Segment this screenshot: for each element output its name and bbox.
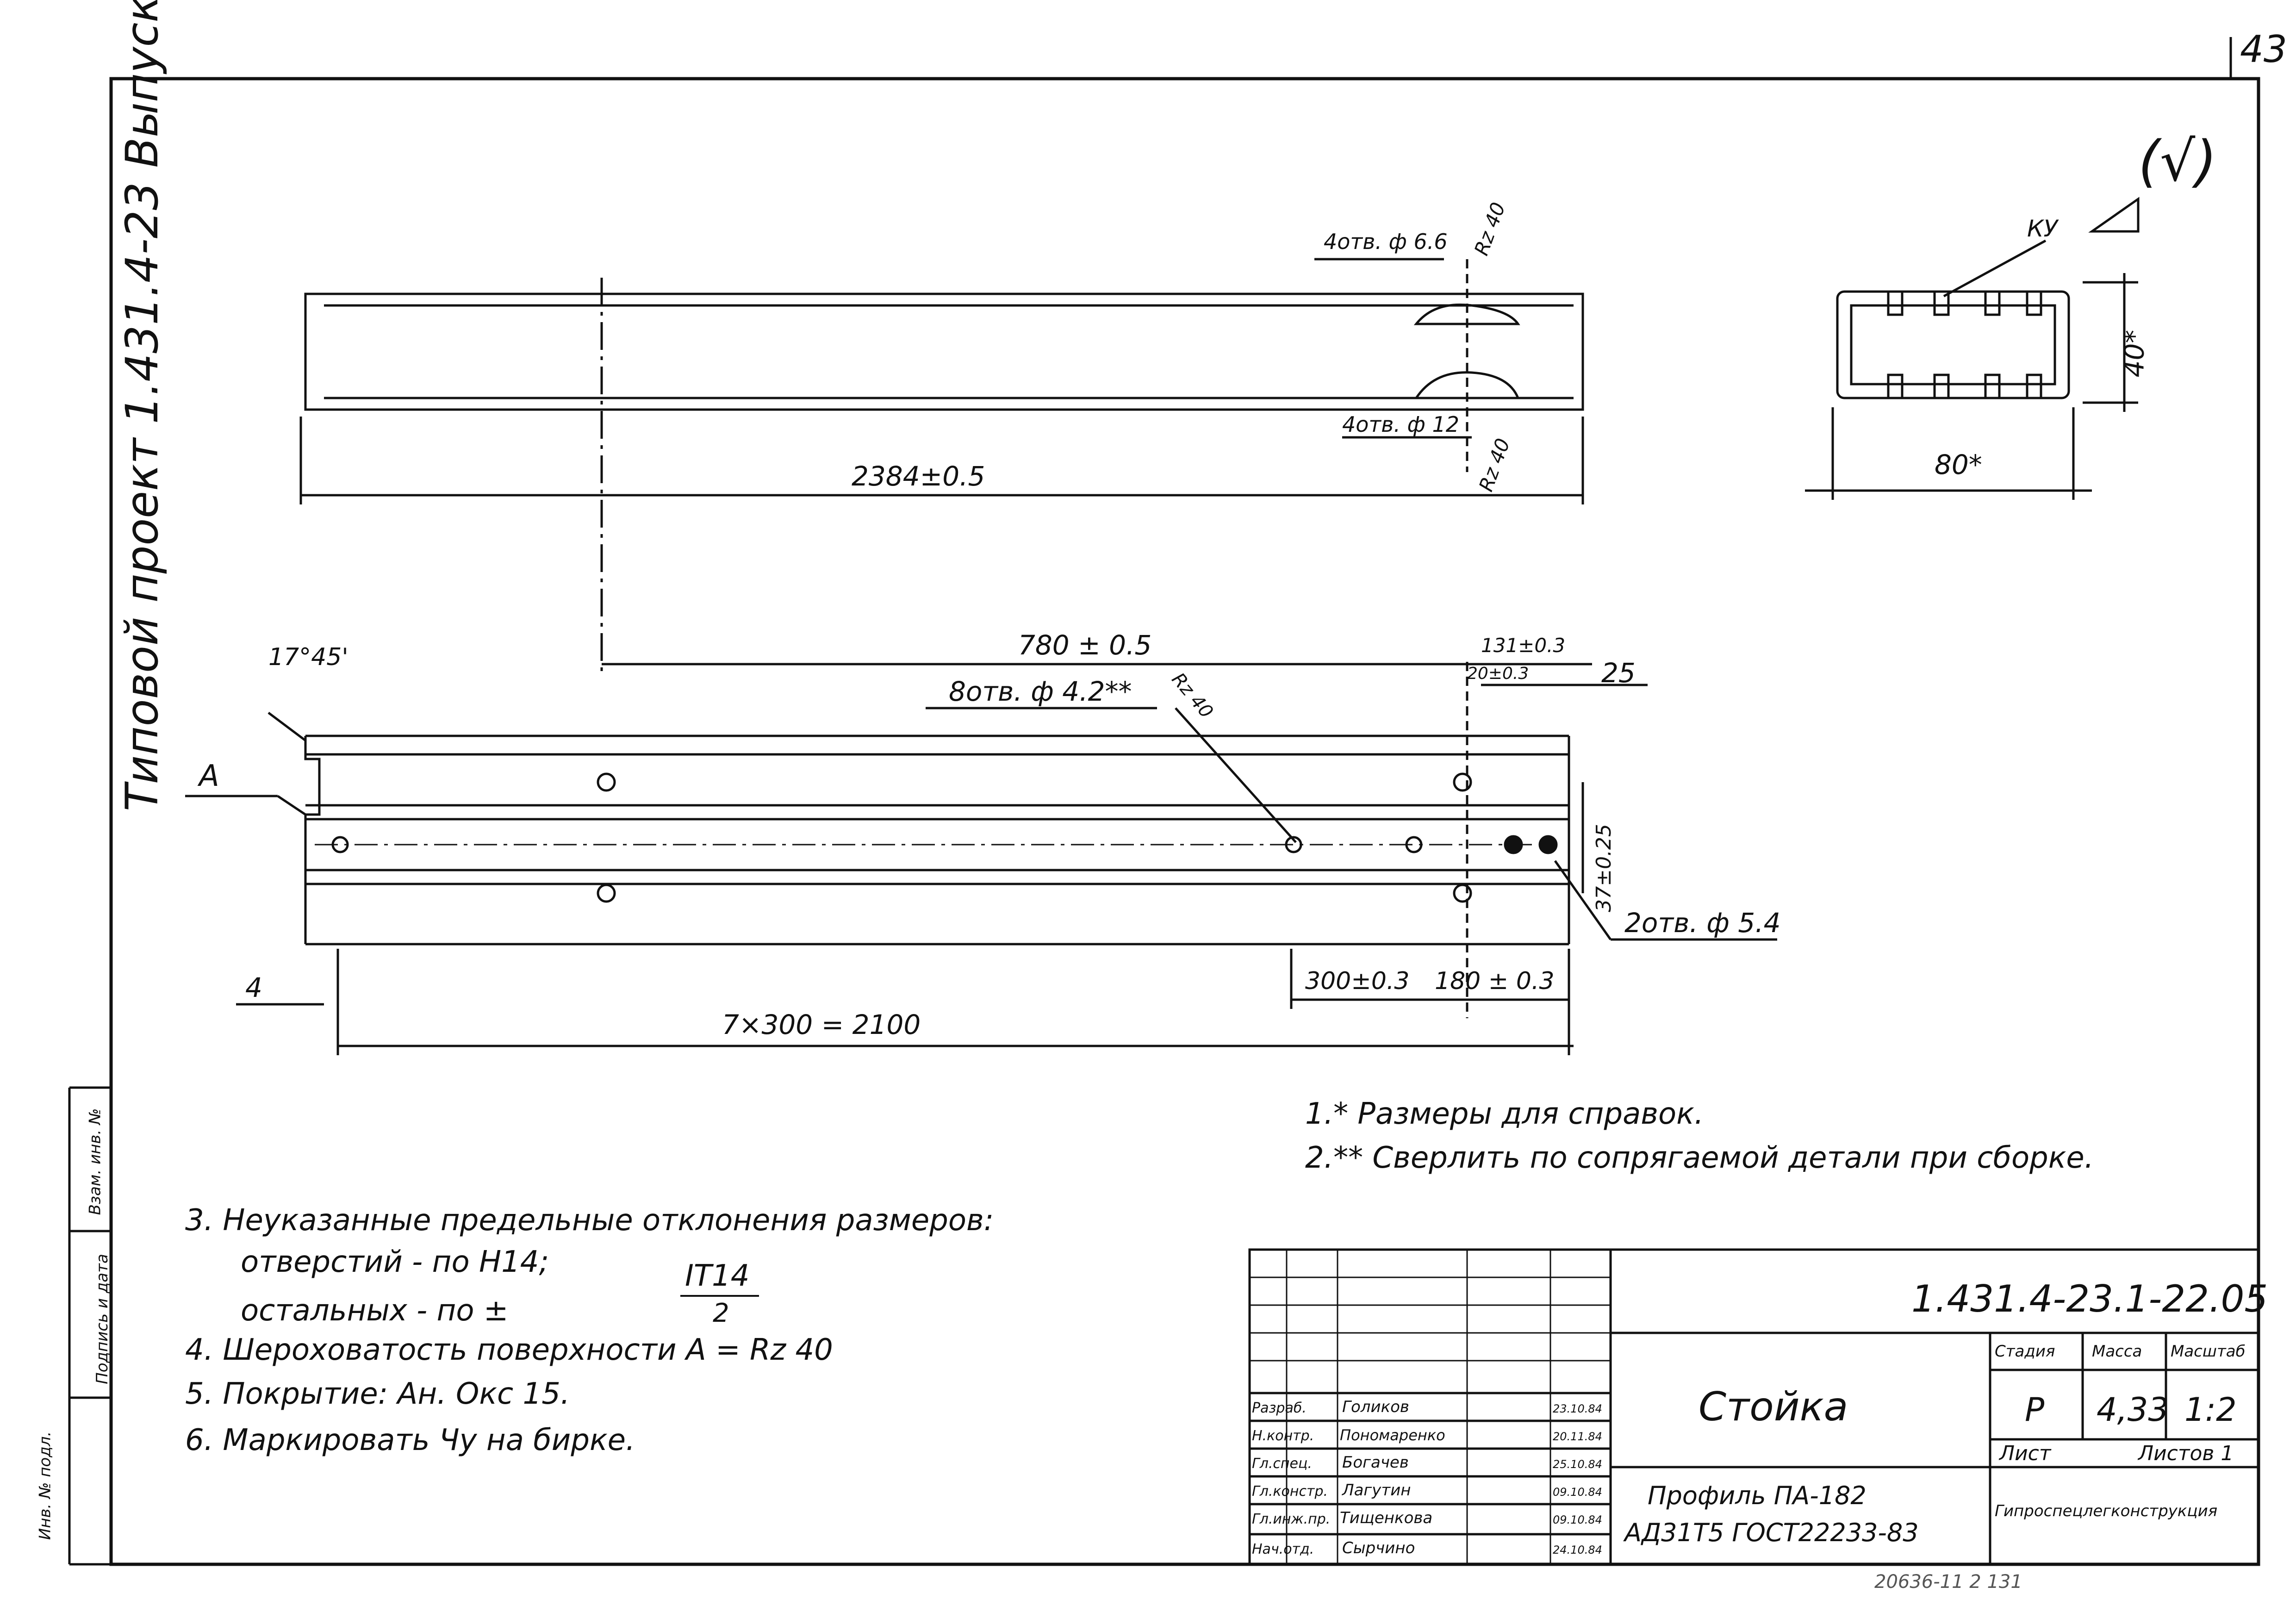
sheet-frame xyxy=(109,77,2260,1566)
profile-section xyxy=(1836,290,2070,399)
name-3: Богачев xyxy=(1342,1453,1409,1472)
dim-holes-42: 8отв. ф 4.2** xyxy=(949,676,1132,707)
mass-label: Масса xyxy=(2092,1342,2142,1361)
note-3-num: IT14 xyxy=(685,1259,750,1293)
dim-780: 780 ± 0.5 xyxy=(1018,629,1152,661)
dim-131: 131±0.3 xyxy=(1481,634,1566,657)
dim-pitch: 7×300 = 2100 xyxy=(722,1009,921,1040)
name-4: Лагутин xyxy=(1342,1481,1411,1500)
material-line-2: АД31Т5 ГОСТ22233-83 xyxy=(1624,1518,1919,1547)
role-3: Гл.спец. xyxy=(1252,1456,1312,1472)
dim-25: 25 xyxy=(1601,657,1636,689)
note-4: 4. Шероховатость поверхности А = Rz 40 xyxy=(185,1333,833,1367)
note-3: 3. Неуказанные предельные отклонения раз… xyxy=(185,1203,994,1238)
role-6: Нач.отд. xyxy=(1252,1541,1314,1557)
stage-label: Стадия xyxy=(1995,1342,2055,1361)
date-2: 20.11.84 xyxy=(1553,1430,1602,1443)
dim-300: 300±0.3 xyxy=(1305,967,1410,995)
note-5: 5. Покрытие: Ан. Окс 15. xyxy=(185,1377,570,1411)
note-6: 6. Маркировать Чу на бирке. xyxy=(185,1423,635,1457)
side-column-1: Инв. № подл. xyxy=(36,1431,55,1540)
mass-value: 4,33 xyxy=(2097,1391,2169,1429)
stage-value: Р xyxy=(2025,1391,2045,1429)
name-6: Сырчино xyxy=(1342,1539,1415,1557)
sheet-number: 43 xyxy=(2240,28,2287,71)
role-4: Гл.констр. xyxy=(1252,1483,1328,1500)
dim-180: 180 ± 0.3 xyxy=(1435,967,1555,995)
section-height: 40* xyxy=(2118,330,2150,378)
name-5: Тищенкова xyxy=(1340,1509,1433,1527)
role-5: Гл.инж.пр. xyxy=(1252,1511,1331,1527)
dim-4: 4 xyxy=(245,972,262,1003)
date-4: 09.10.84 xyxy=(1553,1486,1602,1499)
role-2: Н.контр. xyxy=(1252,1428,1314,1444)
dim-holes-66: 4отв. ф 6.6 xyxy=(1324,229,1448,254)
sheet-label: Лист xyxy=(1999,1442,2051,1465)
note-3-den: 2 xyxy=(713,1298,729,1328)
note-1: 1.* Размеры для справок. xyxy=(1305,1097,1704,1131)
title-block-lines xyxy=(1248,1248,2260,1566)
dim-holes-54: 2отв. ф 5.4 xyxy=(1624,907,1781,939)
roughness-symbol: (√) xyxy=(2138,130,2217,194)
doc-number: 1.431.4-23.1-22.05 xyxy=(1911,1277,2268,1320)
part-name: Стойка xyxy=(1699,1384,1848,1430)
section-width: 80* xyxy=(1935,449,1982,480)
mark-a: A xyxy=(199,759,219,793)
name-2: Пономаренко xyxy=(1340,1426,1445,1444)
section-ku: КУ xyxy=(2027,215,2058,242)
organization: Гипроспецлегконструкция xyxy=(1995,1502,2218,1520)
side-column-3: Взам. инв. № xyxy=(86,1108,105,1215)
dim-top-length: 2384±0.5 xyxy=(852,460,985,492)
date-1: 23.10.84 xyxy=(1553,1402,1602,1415)
footer-code: 20636-11 2 131 xyxy=(1874,1571,2022,1593)
scale-label: Масштаб xyxy=(2171,1342,2246,1361)
material-line-1: Профиль ПА-182 xyxy=(1648,1481,1867,1510)
scale-value: 1:2 xyxy=(2184,1391,2237,1429)
date-5: 09.10.84 xyxy=(1553,1513,1602,1526)
date-6: 24.10.84 xyxy=(1553,1543,1602,1556)
note-2: 2.** Сверлить по сопрягаемой детали при … xyxy=(1305,1141,2094,1175)
name-1: Голиков xyxy=(1342,1398,1409,1416)
note-3b: остальных - по ± xyxy=(241,1294,509,1328)
date-3: 25.10.84 xyxy=(1553,1458,1602,1471)
front-view-profile xyxy=(304,734,1570,946)
dim-holes-12: 4отв. ф 12 xyxy=(1342,412,1460,437)
note-3a: отверстий - по Н14; xyxy=(241,1245,549,1279)
sheets-label: Листов 1 xyxy=(2138,1442,2234,1465)
dim-angle: 17°45' xyxy=(268,643,348,671)
top-view-profile xyxy=(304,259,1584,671)
side-stamp: Типовой проект 1.431.4-23 Выпуск 1 xyxy=(116,0,168,811)
role-1: Разраб. xyxy=(1252,1400,1307,1416)
side-column-2: Подпись и дата xyxy=(93,1254,112,1384)
dim-20: 20±0.3 xyxy=(1467,664,1529,683)
dim-37: 37±0.25 xyxy=(1592,824,1616,912)
